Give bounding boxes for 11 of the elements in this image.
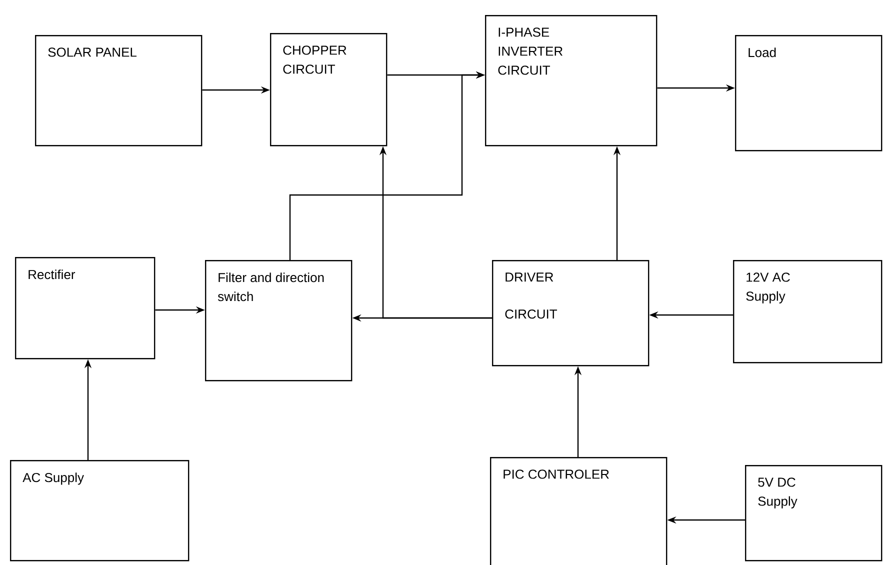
block-box: 12V AC Supply — [733, 260, 882, 364]
block-box: DRIVER CIRCUIT — [492, 260, 650, 366]
block-box: PIC CONTROLER — [490, 457, 668, 565]
block-box: Load — [735, 35, 882, 152]
block-box: 5V DC Supply — [745, 465, 882, 562]
block-box: CHOPPER CIRCUIT — [270, 33, 388, 146]
block-box: Filter and direction switch — [205, 260, 352, 382]
block-box: SOLAR PANEL — [35, 35, 202, 146]
block-box: I-PHASE INVERTER CIRCUIT — [485, 15, 658, 146]
block-box: AC Supply — [10, 460, 190, 562]
block-box: Rectifier — [15, 257, 156, 360]
